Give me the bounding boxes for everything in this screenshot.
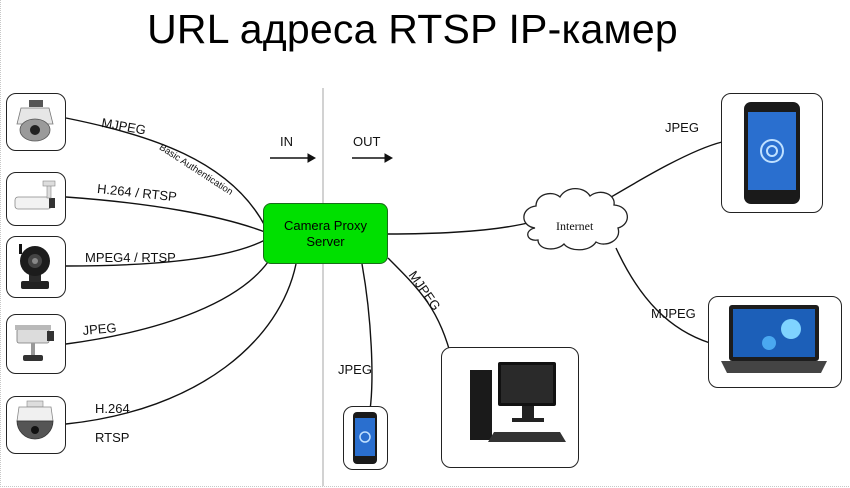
input-device-dome-camera xyxy=(6,93,66,151)
input-sublabel-rtsp: RTSP xyxy=(95,430,130,445)
output-device-desktop xyxy=(441,347,579,468)
input-label-h264: H.264 xyxy=(95,401,130,416)
output-label-local-phone: JPEG xyxy=(338,362,372,377)
input-device-pan-tilt-camera xyxy=(6,236,66,298)
output-line-desktop xyxy=(387,257,453,361)
bullet-camera-icon xyxy=(14,180,56,210)
ptz-dome-camera-icon xyxy=(16,400,54,440)
dome-camera-icon xyxy=(16,100,54,142)
input-line-mpeg4-rtsp xyxy=(65,239,266,267)
desktop-computer-icon xyxy=(470,362,566,442)
out-arrow-icon xyxy=(352,153,394,163)
output-line-local-phone xyxy=(361,263,373,411)
input-line-h264 xyxy=(65,263,297,425)
out-label: OUT xyxy=(353,134,381,149)
proxy-label-line2: Server xyxy=(306,233,345,249)
proxy-label-line1: Camera Proxy xyxy=(283,217,368,233)
pan-tilt-camera-icon xyxy=(19,244,50,289)
internet-cloud-icon xyxy=(523,187,628,251)
output-line-remote-phone xyxy=(605,141,723,201)
smartphone-icon xyxy=(744,102,800,204)
output-device-laptop xyxy=(708,296,842,388)
input-line-jpeg xyxy=(65,261,269,345)
output-label-remote-phone: JPEG xyxy=(665,120,699,135)
in-label: IN xyxy=(280,134,293,149)
laptop-icon xyxy=(721,305,827,373)
input-line-h264-rtsp xyxy=(65,196,266,233)
camera-proxy-server: Camera Proxy Server xyxy=(263,203,388,264)
in-arrow-icon xyxy=(270,153,317,163)
output-line-internet xyxy=(387,221,533,235)
output-label-laptop: MJPEG xyxy=(651,306,696,321)
input-label-jpeg: JPEG xyxy=(82,320,118,338)
page-title: URL адреса RTSP IP-камер xyxy=(147,6,678,52)
outdoor-camera-icon xyxy=(15,325,54,361)
input-device-ptz-dome-camera xyxy=(6,396,66,454)
input-device-outdoor-camera xyxy=(6,314,66,374)
smartphone-icon xyxy=(353,412,377,464)
output-line-laptop xyxy=(615,247,711,344)
input-device-bullet-camera xyxy=(6,172,66,226)
output-device-remote-phone xyxy=(721,93,823,213)
output-device-local-phone xyxy=(343,406,388,470)
input-line-mjpeg xyxy=(65,117,266,227)
internet-label: Internet xyxy=(556,219,594,233)
input-label-mpeg4-rtsp: MPEG4 / RTSP xyxy=(85,250,176,265)
